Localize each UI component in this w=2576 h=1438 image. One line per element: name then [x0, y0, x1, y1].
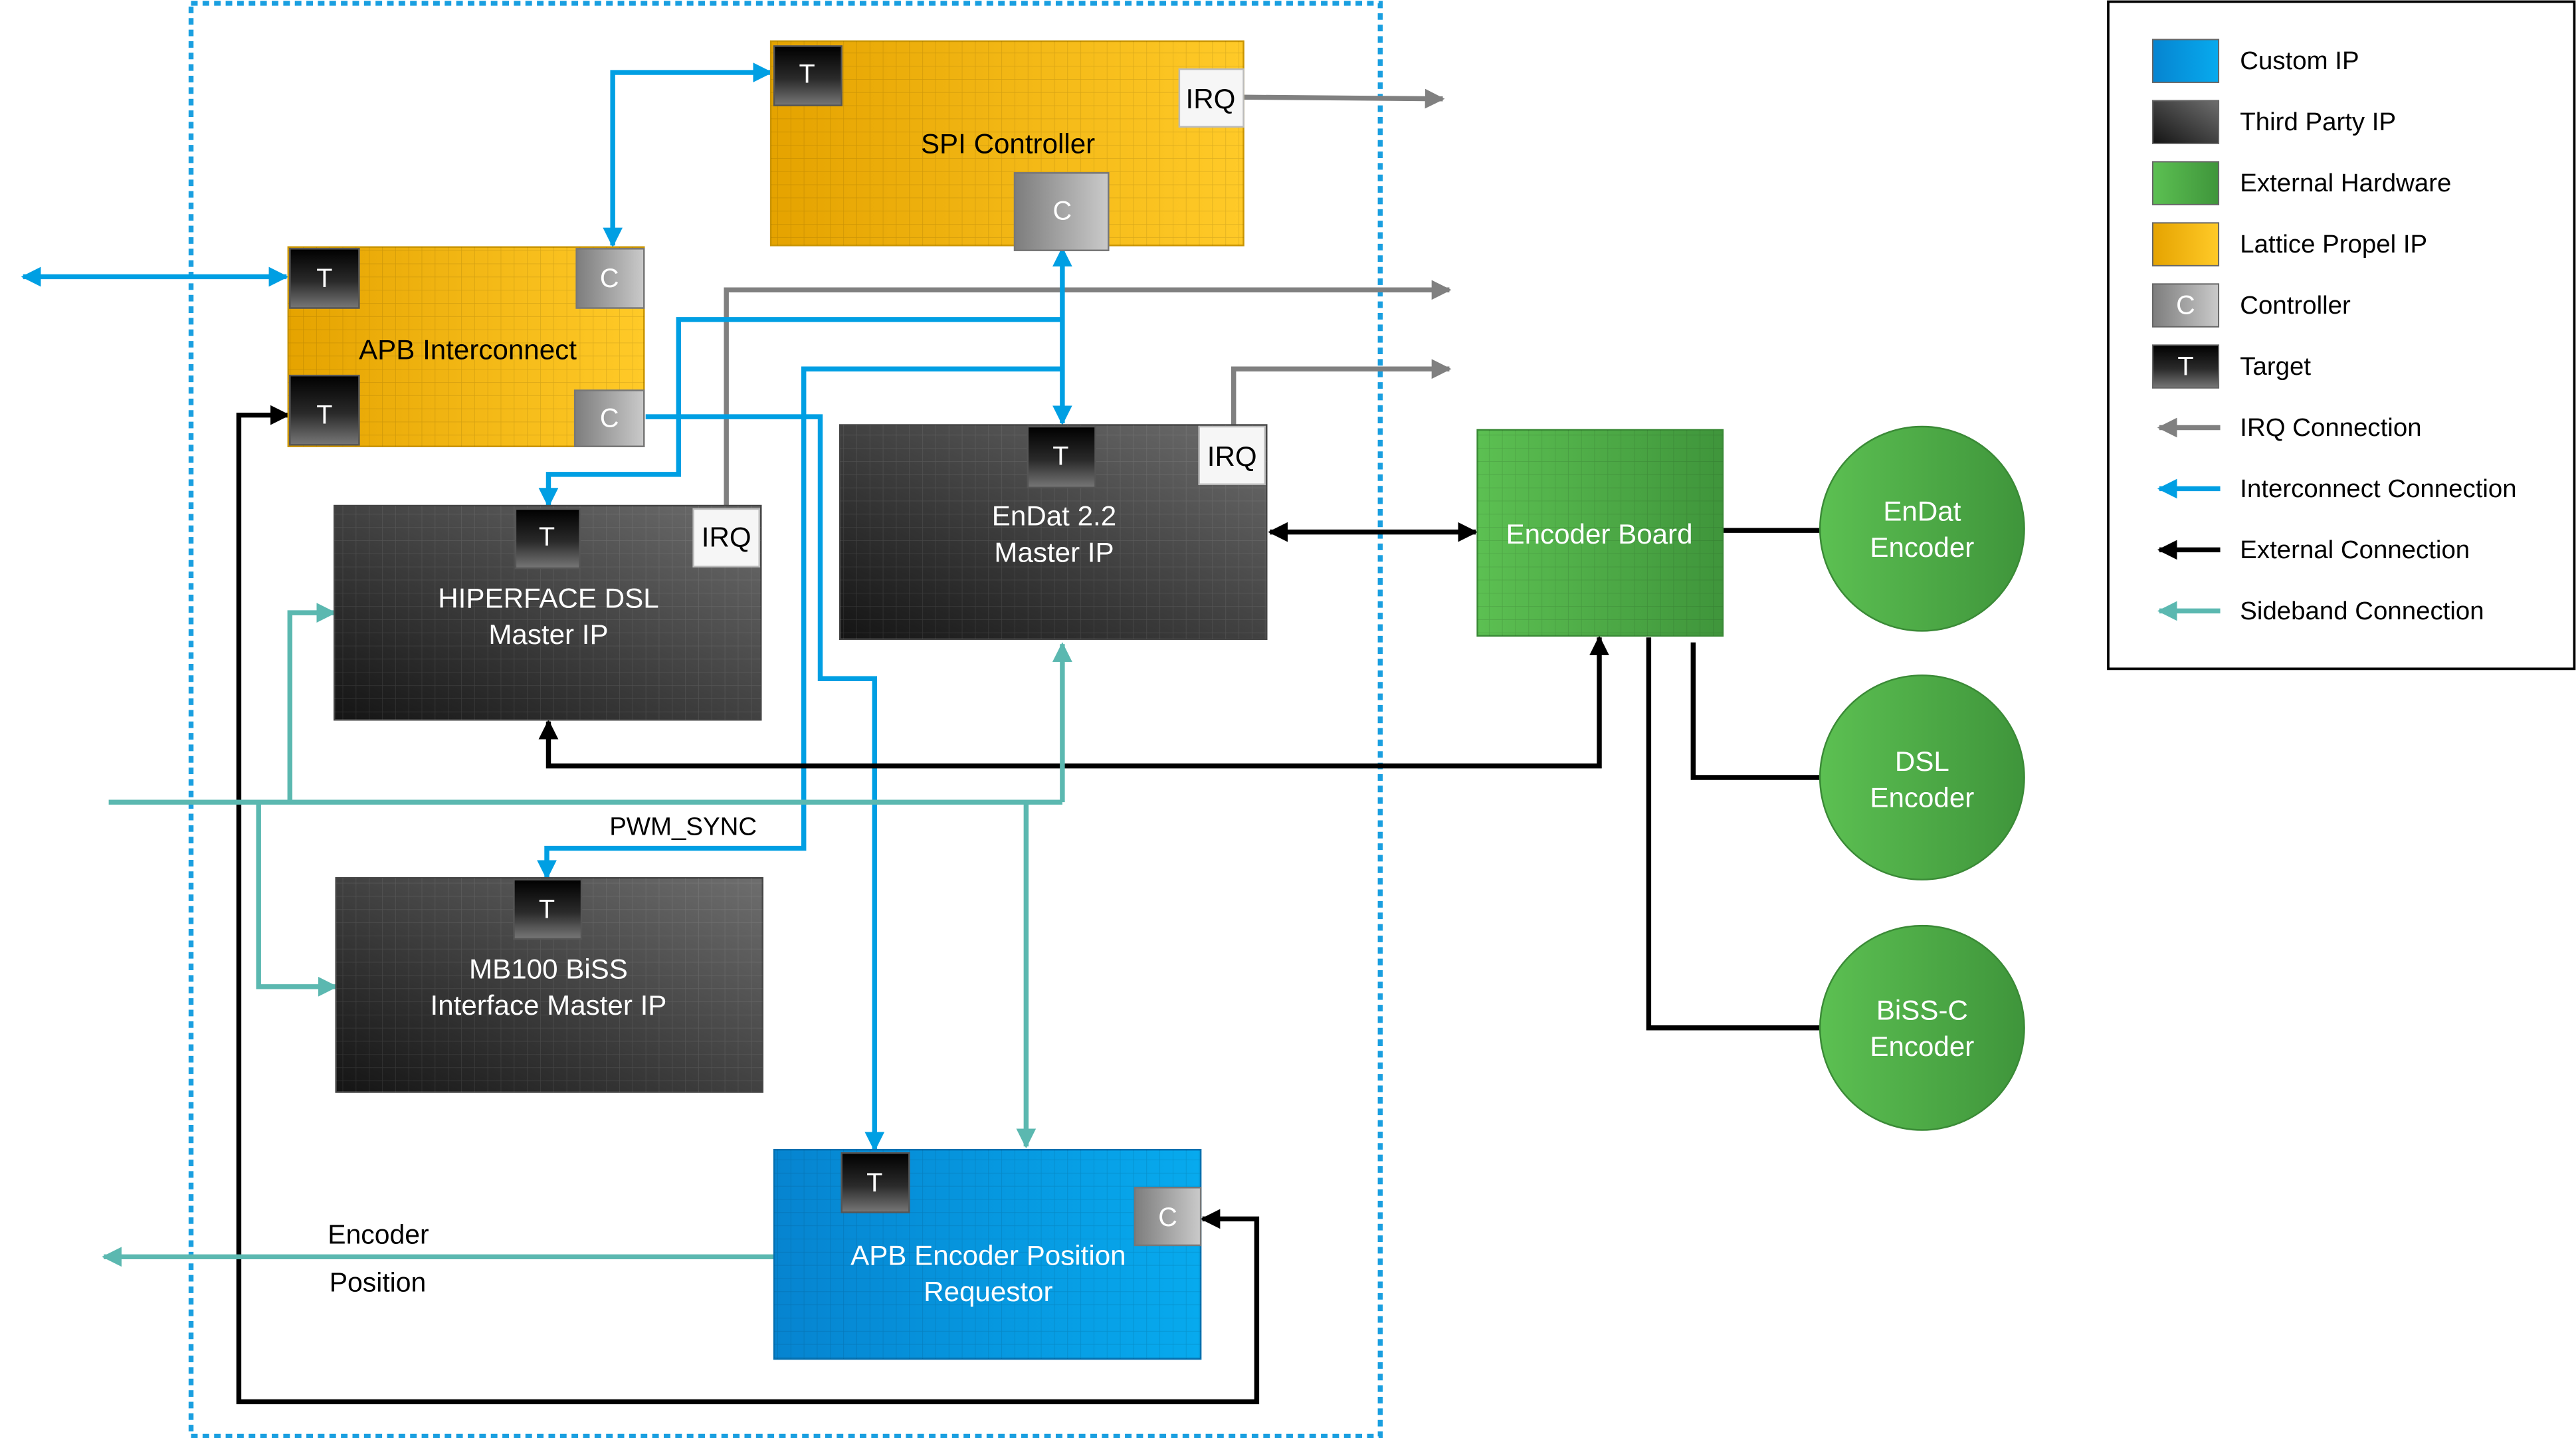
legend-label: IRQ Connection — [2240, 413, 2421, 442]
hiperface-label-line1: HIPERFACE DSL — [438, 583, 658, 614]
legend-glyph: C — [2176, 291, 2195, 320]
legend-swatch — [2151, 222, 2220, 266]
pwm-to-hiperface-wire — [287, 603, 337, 803]
legend-item-interconnect-line: Interconnect Connection — [2157, 474, 2517, 503]
legend-swatch — [2151, 100, 2220, 144]
wires — [21, 62, 1821, 1405]
mb100-biss-block[interactable]: MB100 BiSS Interface Master IP T — [335, 876, 763, 1093]
legend-label: Third Party IP — [2240, 108, 2396, 136]
requestor-target-port[interactable]: T — [841, 1152, 910, 1213]
legend-item-thirdparty: Third Party IP — [2151, 100, 2396, 144]
legend-label: Target — [2240, 352, 2311, 381]
irq-port-label: IRQ — [1207, 441, 1257, 472]
target-port-label: T — [866, 1168, 882, 1197]
dsl-encoder[interactable]: DSL Encoder — [1819, 674, 2025, 880]
mb100-target-port[interactable]: T — [513, 878, 583, 940]
requestor-controller-port[interactable]: C — [1134, 1186, 1202, 1247]
hiperface-dsl-block[interactable]: HIPERFACE DSL Master IP T IRQ — [333, 504, 762, 721]
hiperface-target-port[interactable]: T — [514, 508, 581, 569]
spi-irq-port[interactable]: IRQ — [1178, 68, 1244, 128]
endat-irq-port[interactable]: IRQ — [1198, 425, 1266, 486]
irq-wire-spi — [1243, 88, 1445, 109]
pwm-to-mb100-wire — [256, 802, 338, 997]
encoder-position-label-line2: Position — [330, 1267, 426, 1297]
hiperface-label-line2: Master IP — [488, 619, 608, 650]
endat-encoder-line2: Encoder — [1870, 532, 1974, 563]
spi-controller-label: SPI Controller — [921, 128, 1095, 159]
legend: Custom IP Third Party IP External Hardware… — [2107, 0, 2576, 670]
legend-label: Sideband Connection — [2240, 597, 2484, 625]
dsl-encoder-line1: DSL — [1895, 746, 1949, 777]
controller-port-label: C — [600, 264, 619, 293]
board-to-dsl-encoder-wire — [1690, 642, 1821, 780]
legend-label: External Hardware — [2240, 169, 2451, 197]
biss-encoder-line2: Encoder — [1870, 1031, 1974, 1062]
apb-target-port-2[interactable]: T — [289, 374, 360, 446]
legend-item-sideband-line: Sideband Connection — [2157, 597, 2484, 625]
apb-controller-port-1[interactable]: C — [575, 248, 645, 309]
endat-target-port[interactable]: T — [1027, 425, 1096, 488]
controller-port-label: C — [1053, 196, 1072, 225]
legend-glyph: T — [2177, 352, 2193, 381]
legend-item-external-line: External Connection — [2157, 536, 2470, 564]
requestor-to-apb-wire — [236, 405, 1260, 1405]
apb-target-port-1[interactable]: T — [289, 248, 360, 309]
endat-label-line2: Master IP — [994, 536, 1114, 567]
pwm-sync-label: PWM_SYNC — [609, 813, 757, 841]
legend-swatch — [2151, 39, 2220, 83]
endat-encoder-line1: EnDat — [1883, 495, 1961, 526]
apb-c-to-spi-t-wire — [603, 62, 773, 248]
encoder-position-label-line1: Encoder — [328, 1219, 429, 1250]
biss-c-encoder[interactable]: BiSS-C Encoder — [1819, 924, 2025, 1131]
encoder-board-block[interactable]: Encoder Board — [1476, 429, 1724, 637]
irq-wire-endat — [1231, 359, 1452, 425]
legend-item-target: T Target — [2151, 344, 2311, 389]
spi-controller-port[interactable]: C — [1013, 172, 1110, 252]
irq-port-label: IRQ — [702, 522, 751, 553]
endat-encoder[interactable]: EnDat Encoder — [1819, 425, 2025, 632]
encoder-board-label: Encoder Board — [1506, 518, 1693, 550]
apb-interconnect-label: APB Interconnect — [359, 334, 577, 365]
board-to-biss-encoder-wire — [1646, 637, 1821, 1031]
mb100-label-line1: MB100 BiSS — [469, 953, 628, 984]
hiperface-irq-port[interactable]: IRQ — [692, 508, 761, 567]
target-port-label: T — [539, 894, 555, 924]
controller-port-label: C — [600, 404, 619, 433]
legend-label: Controller — [2240, 291, 2351, 320]
requestor-label-line1: APB Encoder Position — [850, 1240, 1126, 1271]
target-port-label: T — [316, 264, 332, 293]
spi-controller-block[interactable]: SPI Controller T IRQ C — [769, 40, 1244, 252]
legend-item-hw: External Hardware — [2151, 161, 2451, 205]
legend-label: Interconnect Connection — [2240, 474, 2516, 503]
endat-label-line1: EnDat 2.2 — [992, 500, 1116, 532]
legend-item-custom: Custom IP — [2151, 39, 2359, 83]
target-port-label: T — [316, 401, 332, 430]
requestor-label-line2: Requestor — [924, 1276, 1052, 1307]
legend-label: Lattice Propel IP — [2240, 230, 2427, 258]
controller-port-label: C — [1158, 1203, 1177, 1232]
requestor-block[interactable]: APB Encoder Position Requestor T C — [773, 1148, 1202, 1360]
dsl-encoder-line2: Encoder — [1870, 782, 1974, 813]
apb-interconnect-block[interactable]: APB Interconnect T T C C — [287, 246, 645, 447]
legend-swatch — [2151, 344, 2220, 389]
legend-item-irq-line: IRQ Connection — [2157, 413, 2422, 442]
legend-swatch — [2151, 283, 2220, 328]
mb100-label-line2: Interface Master IP — [431, 989, 667, 1021]
irq-port-label: IRQ — [1186, 83, 1236, 114]
apb-controller-port-2[interactable]: C — [573, 389, 645, 447]
biss-encoder-line1: BiSS-C — [1876, 994, 1968, 1025]
spi-target-port[interactable]: T — [773, 45, 842, 106]
target-port-label: T — [799, 60, 815, 89]
legend-swatch — [2151, 161, 2220, 205]
legend-item-lattice: Lattice Propel IP — [2151, 222, 2427, 266]
legend-item-controller: C Controller — [2151, 283, 2351, 328]
target-port-label: T — [1052, 442, 1068, 471]
endat-master-block[interactable]: EnDat 2.2 Master IP T IRQ — [839, 424, 1268, 641]
legend-label: Custom IP — [2240, 47, 2359, 75]
target-port-label: T — [539, 522, 555, 552]
legend-label: External Connection — [2240, 536, 2470, 564]
